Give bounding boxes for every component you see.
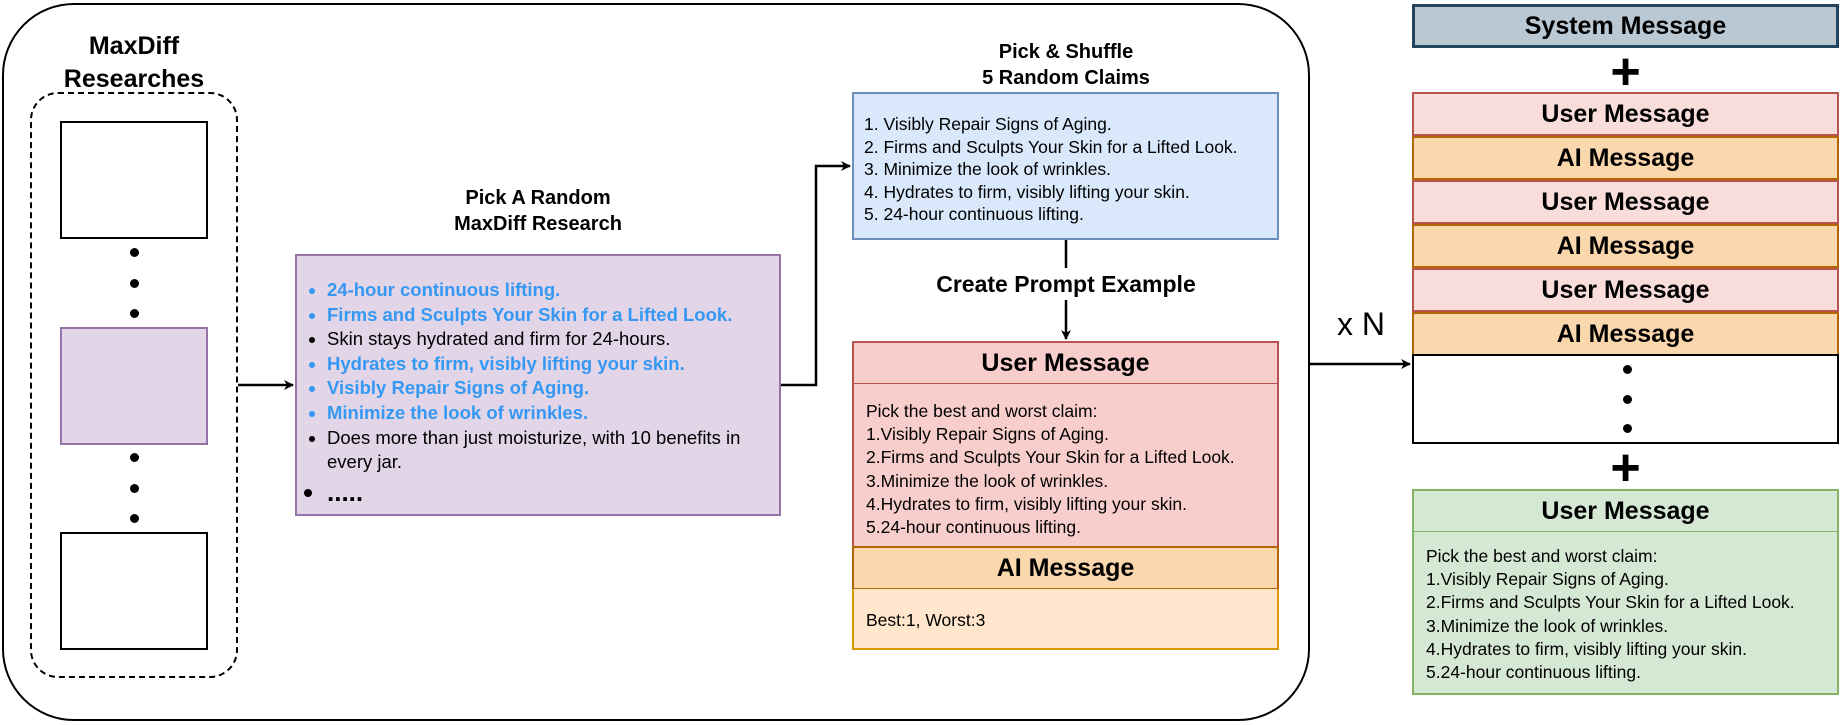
research-claim-item: Does more than just moisturize, with 10 … (327, 426, 769, 475)
shuffled-claims-box: 1. Visibly Repair Signs of Aging. 2. Fir… (852, 92, 1279, 240)
researches-group (30, 92, 238, 678)
example-user-line: Pick the best and worst claim: (866, 401, 1098, 421)
research-claim-item: Minimize the look of wrinkles. (327, 401, 769, 426)
final-user-line: 4.Hydrates to firm, visibly lifting your… (1426, 638, 1747, 659)
example-user-line: 5.24-hour continuous lifting. (866, 517, 1081, 538)
arrow-research-to-claims (781, 161, 851, 387)
example-user-line: 1.Visibly Repair Signs of Aging. (866, 424, 1109, 445)
final-user-line: 5.24-hour continuous lifting. (1426, 662, 1641, 683)
research-claim-item: Firms and Sculpts Your Skin for a Lifted… (327, 303, 769, 328)
pipeline-container (2, 3, 1310, 721)
pick-research-title-line-1: Pick A Random (465, 187, 611, 209)
stack-continuation-block (1412, 354, 1839, 444)
stack-user-message: User Message (1412, 268, 1839, 312)
pick-shuffle-title-line-2: 5 Random Claims (982, 67, 1150, 89)
final-user-line: Pick the best and worst claim: (1426, 546, 1658, 566)
shuffled-claim: 5. 24-hour continuous lifting. (864, 204, 1084, 225)
stack-ai-message: AI Message (1412, 224, 1839, 268)
final-user-line: 2.Firms and Sculpts Your Skin for a Lift… (1426, 592, 1795, 613)
create-prompt-label: Create Prompt Example (906, 268, 1226, 300)
researches-title: MaxDiff Researches (30, 30, 238, 96)
research-card (60, 532, 208, 650)
research-claim-item: 24-hour continuous lifting. (327, 278, 769, 303)
shuffled-claim: 2. Firms and Sculpts Your Skin for a Lif… (864, 136, 1238, 157)
final-user-message-body: Pick the best and worst claim: 1.Visibly… (1412, 532, 1839, 695)
example-user-line: 2.Firms and Sculpts Your Skin for a Lift… (866, 447, 1235, 468)
example-ai-message-header: AI Message (852, 546, 1279, 590)
shuffled-claim: 3. Minimize the look of wrinkles. (864, 159, 1112, 180)
research-claims-box: 24-hour continuous lifting. Firms and Sc… (295, 254, 781, 516)
example-user-message-header: User Message (852, 341, 1279, 385)
research-more-items: ..... (327, 475, 769, 509)
stack-ai-message: AI Message (1412, 312, 1839, 356)
pick-shuffle-title-line-1: Pick & Shuffle (998, 41, 1134, 63)
stack-user-message: User Message (1412, 180, 1839, 224)
researches-title-line-1: MaxDiff (88, 32, 180, 60)
researches-title-line-2: Researches (63, 65, 205, 93)
final-user-line: 3.Minimize the look of wrinkles. (1426, 615, 1669, 636)
example-ai-answer: Best:1, Worst:3 (852, 589, 1279, 650)
vertical-ellipsis-icon (128, 453, 140, 523)
example-user-line: 4.Hydrates to firm, visibly lifting your… (866, 493, 1187, 514)
research-claim-item: Hydrates to firm, visibly lifting your s… (327, 352, 769, 377)
example-user-line: 3.Minimize the look of wrinkles. (866, 470, 1109, 491)
research-card (60, 121, 208, 239)
research-claim-item: Skin stays hydrated and firm for 24-hour… (327, 327, 769, 352)
shuffled-claim: 1. Visibly Repair Signs of Aging. (864, 114, 1112, 134)
vertical-ellipsis-icon (1621, 365, 1633, 433)
repeat-count-label: x N (1337, 306, 1385, 342)
pick-shuffle-title: Pick & Shuffle 5 Random Claims (920, 39, 1212, 91)
pick-research-title-line-2: MaxDiff Research (454, 213, 622, 236)
system-message-block: System Message (1412, 4, 1839, 48)
vertical-ellipsis-icon (128, 248, 140, 318)
selected-research-card (60, 327, 208, 445)
shuffled-claim: 4. Hydrates to firm, visibly lifting you… (864, 181, 1190, 202)
final-user-line: 1.Visibly Repair Signs of Aging. (1426, 569, 1669, 590)
stack-ai-message: AI Message (1412, 136, 1839, 180)
plus-icon: + (1610, 439, 1641, 497)
research-claim-item: Visibly Repair Signs of Aging. (327, 376, 769, 401)
research-claims-list: 24-hour continuous lifting. Firms and Sc… (303, 278, 769, 509)
final-user-message-header: User Message (1412, 489, 1839, 533)
plus-icon: + (1610, 43, 1641, 101)
pick-research-title: Pick A Random MaxDiff Research (398, 185, 678, 238)
example-user-message-body: Pick the best and worst claim: 1.Visibly… (852, 384, 1279, 548)
stack-user-message: User Message (1412, 92, 1839, 136)
